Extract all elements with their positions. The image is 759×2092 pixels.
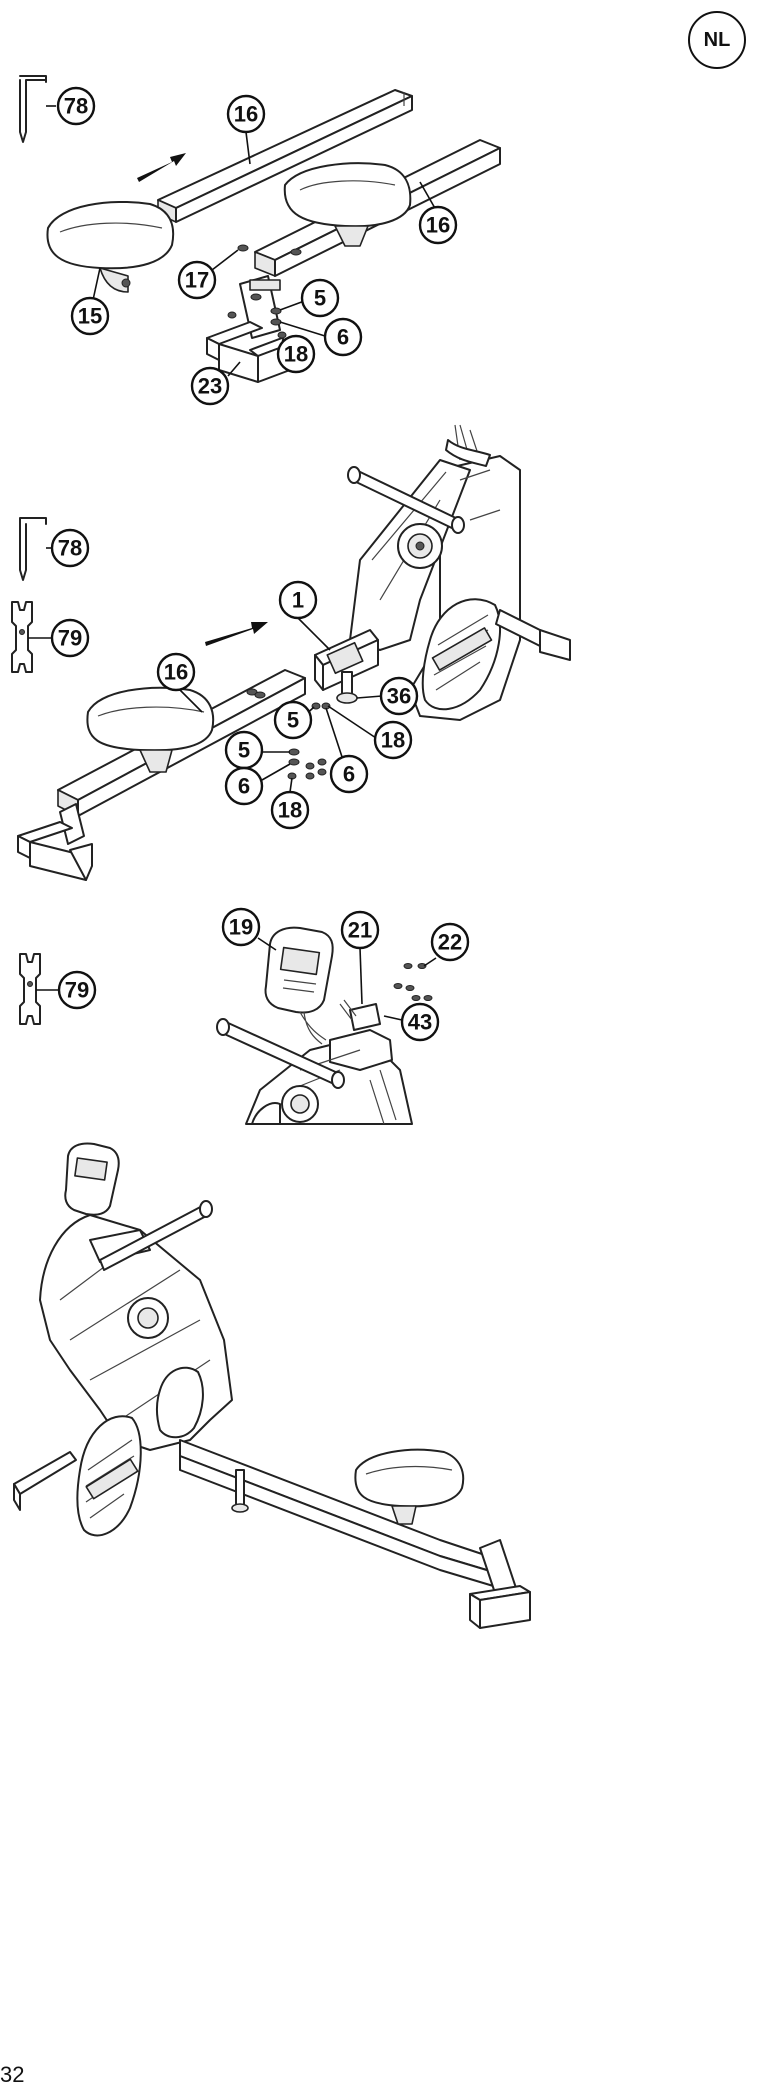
callout-label: 17 — [185, 268, 209, 293]
step1-hardware — [227, 244, 302, 339]
callout-19: 19 — [221, 907, 261, 947]
callout-16: 16 — [156, 652, 196, 692]
callout-6: 6 — [329, 754, 369, 794]
callout-1: 1 — [278, 580, 318, 620]
direction-arrow-icon — [205, 622, 268, 646]
callout-5: 5 — [300, 278, 340, 318]
callout-43: 43 — [400, 1002, 440, 1042]
page-number: 32 — [0, 2062, 25, 2087]
seat-on-rail — [283, 162, 412, 247]
callout-78: 78 — [56, 86, 96, 126]
callout-label: 6 — [238, 774, 250, 799]
step3-illustration — [19, 926, 437, 1125]
callout-label: 18 — [278, 798, 302, 823]
callout-label: 5 — [238, 738, 250, 763]
step1-illustration — [19, 75, 501, 383]
assembled-rowing-machine — [13, 1142, 531, 1629]
callout-79: 79 — [50, 618, 90, 658]
callout-18: 18 — [276, 334, 316, 374]
callout-label: 79 — [65, 978, 89, 1003]
callout-label: 78 — [64, 94, 88, 119]
step2-illustration — [11, 424, 571, 881]
direction-arrow-icon — [137, 153, 186, 182]
callout-23: 23 — [190, 366, 230, 406]
wrench-79-icon — [19, 953, 41, 1025]
callout-6: 6 — [323, 317, 363, 357]
rail-16-with-seat — [17, 669, 306, 881]
seat-15 — [46, 201, 175, 293]
callout-label: 18 — [284, 342, 308, 367]
callout-label: 19 — [229, 915, 253, 940]
main-frame-1 — [314, 424, 571, 721]
callout-label: 16 — [234, 102, 258, 127]
callout-78: 78 — [50, 528, 90, 568]
callout-6: 6 — [224, 766, 264, 806]
allen-key-78-icon — [19, 75, 47, 143]
callout-17: 17 — [177, 260, 217, 300]
callout-label: 78 — [58, 536, 82, 561]
callout-label: 15 — [78, 304, 102, 329]
callout-label: 5 — [287, 708, 299, 733]
callout-5: 5 — [224, 730, 264, 770]
callout-label: 23 — [198, 374, 222, 399]
callout-label: 18 — [381, 728, 405, 753]
callout-label: 6 — [337, 325, 349, 350]
callout-15: 15 — [70, 296, 110, 336]
bracket-43 — [339, 999, 381, 1031]
callout-label: 79 — [58, 626, 82, 651]
callout-18: 18 — [373, 720, 413, 760]
callout-label: 22 — [438, 930, 462, 955]
monitor-19 — [264, 926, 334, 1045]
callout-label: 21 — [348, 918, 372, 943]
callout-label: 43 — [408, 1010, 432, 1035]
callout-16: 16 — [418, 205, 458, 245]
allen-key-78-icon — [19, 517, 47, 581]
language-badge: NL — [688, 11, 746, 69]
rail-16-upper — [157, 89, 413, 223]
step2-hardware — [246, 688, 331, 780]
callout-22: 22 — [430, 922, 470, 962]
callout-label: 5 — [314, 286, 326, 311]
callout-label: 6 — [343, 762, 355, 787]
callout-18: 18 — [270, 790, 310, 830]
callout-21: 21 — [340, 910, 380, 950]
rear-stabilizer-23 — [206, 275, 291, 383]
screws-22 — [393, 963, 433, 1001]
callout-label: 1 — [292, 588, 304, 613]
callout-16: 16 — [226, 94, 266, 134]
callout-79: 79 — [57, 970, 97, 1010]
callout-36: 36 — [379, 676, 419, 716]
callout-5: 5 — [273, 700, 313, 740]
callout-label: 36 — [387, 684, 411, 709]
frame-upper-section — [216, 1018, 413, 1125]
wrench-79-icon — [11, 601, 33, 673]
callout-label: 16 — [164, 660, 188, 685]
callout-label: 16 — [426, 213, 450, 238]
